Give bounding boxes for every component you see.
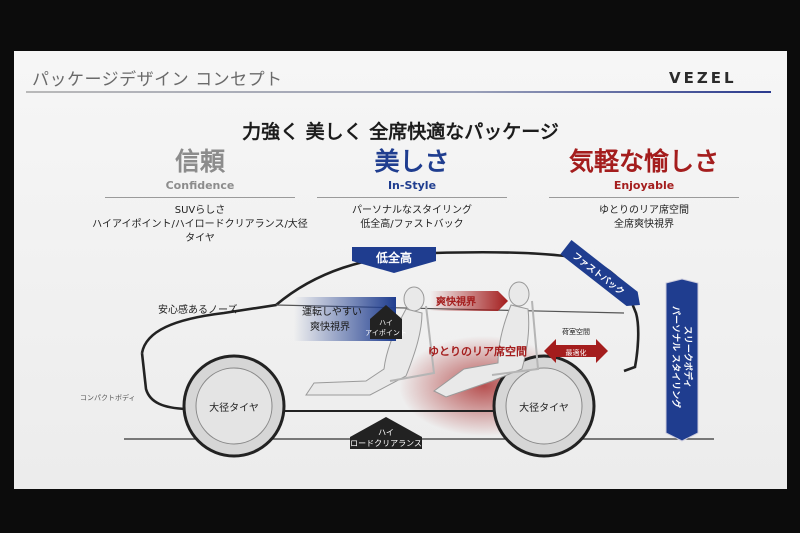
pillar-divider <box>105 197 295 198</box>
refreshing-view-arrow <box>430 291 508 311</box>
high-eyepoint-label-1: ハイ <box>379 319 393 327</box>
pillar-desc-2: 全席爽快視界 <box>614 219 674 230</box>
sleek-body-arrow <box>665 278 699 442</box>
rear-space-label: ゆとりのリア席空間 <box>428 344 527 358</box>
high-eyepoint-label-2: アイポイント <box>365 329 407 337</box>
road-clearance-arrow <box>350 417 422 449</box>
pillar-title: 美しさ <box>374 147 450 176</box>
rear-wheel <box>492 354 596 458</box>
fastback-label: ファストバック <box>570 250 626 297</box>
title-underline <box>26 91 771 93</box>
low-height-arrow <box>352 247 436 273</box>
brand-logo: VEZEL <box>669 69 737 87</box>
pillar-enjoyable: 気軽な愉しさ Enjoyable ゆとりのリア席空間 全席爽快視界 <box>534 147 754 232</box>
refreshing-view-label: 爽快視界 <box>436 295 476 308</box>
pillar-desc-1: ゆとりのリア席空間 <box>599 205 689 216</box>
big-tire-front-label: 大径タイヤ <box>209 401 259 414</box>
road-clearance-label-1: ハイ <box>378 428 394 437</box>
pillar-title: 気軽な愉しさ <box>568 147 719 176</box>
luggage-arrow <box>544 339 608 363</box>
pillar-confidence: 信頼 Confidence SUVらしさ ハイアイポイント/ハイロードクリアラン… <box>90 147 310 246</box>
presentation-slide: パッケージデザイン コンセプト VEZEL 力強く 美しく 全席快適なパッケージ… <box>14 51 787 489</box>
pillar-divider <box>549 197 739 198</box>
fastback-banner: ファストバック <box>560 240 640 306</box>
sleek-body-label: スリークボディ <box>682 326 694 388</box>
car-outline <box>140 250 640 411</box>
safe-nose-label: 安心感あるノーズ <box>158 303 238 316</box>
compact-body-label: コンパクトボディ <box>80 393 136 402</box>
luggage-label-1: 荷室空間 <box>562 327 590 336</box>
easy-drive-label: 運転しやすい <box>302 306 362 318</box>
front-wheel <box>182 354 286 458</box>
big-tire-rear-label: 大径タイヤ <box>519 401 569 414</box>
high-eyepoint-arrow <box>370 305 402 339</box>
car-package-diagram: 大径タイヤ 大径タイヤ 低全高 ファストバック スリークボディ パーソナル スタ… <box>80 240 714 458</box>
pillar-divider <box>317 197 507 198</box>
road-clearance-label-2: ロードクリアランス <box>350 439 422 448</box>
luggage-label-2: 最適化 <box>566 348 587 357</box>
headline: 力強く 美しく 全席快適なパッケージ <box>242 121 559 143</box>
pillar-desc-1: パーソナルなスタイリング <box>352 205 472 216</box>
pillar-subtitle: In-Style <box>387 179 437 192</box>
pillar-desc-2: ハイアイポイント/ハイロードクリアランス/大径タイヤ <box>92 219 308 244</box>
slide-title: パッケージデザイン コンセプト <box>32 70 283 90</box>
pillar-desc-1: SUVらしさ <box>174 205 226 216</box>
seat-outline <box>389 300 540 382</box>
pillar-subtitle: Enjoyable <box>613 179 675 192</box>
pillar-in-style: 美しさ In-Style パーソナルなスタイリング 低全高/ファストバック <box>302 147 522 232</box>
pillar-title: 信頼 <box>174 147 225 176</box>
personal-styling-label: パーソナル スタイリング <box>670 306 682 408</box>
easy-drive-view-label: 爽快視界 <box>310 320 350 333</box>
pillar-desc-2: 低全高/ファストバック <box>360 219 464 230</box>
pillar-subtitle: Confidence <box>165 179 235 192</box>
low-height-label: 低全高 <box>375 250 412 265</box>
